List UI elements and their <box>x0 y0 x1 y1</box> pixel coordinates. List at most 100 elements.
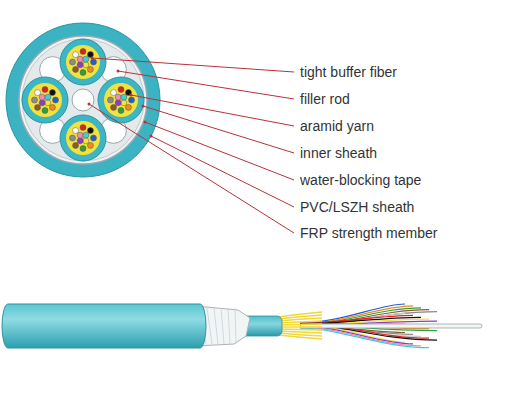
tight-buffer-fiber <box>91 135 97 141</box>
tight-buffer-fiber <box>87 128 93 134</box>
tight-buffer-fiber <box>53 97 59 103</box>
tight-buffer-fiber <box>87 142 93 148</box>
tight-buffer-fiber <box>73 66 79 72</box>
tight-buffer-fiber <box>49 90 55 96</box>
inner-sheath <box>60 39 106 85</box>
leader-dot <box>88 103 91 106</box>
leader-dot <box>91 57 94 60</box>
aramid-yarn <box>28 83 62 117</box>
tight-buffer-fiber <box>111 104 117 110</box>
tight-buffer-fiber <box>73 128 79 134</box>
subunit <box>98 77 144 123</box>
tight-buffer-fiber <box>83 132 89 138</box>
tight-buffer-fiber <box>80 146 86 152</box>
tape-wrap <box>228 308 230 344</box>
tight-buffer-fiber <box>83 62 89 68</box>
tight-buffer-fiber <box>39 100 45 106</box>
tight-buffer-fiber <box>39 94 45 100</box>
leader-line <box>145 122 294 180</box>
aramid-yarn <box>278 335 322 339</box>
core-space <box>22 39 144 161</box>
cross-section <box>6 23 160 177</box>
tape-wrap <box>221 308 224 344</box>
tight-buffer-fiber <box>83 138 89 144</box>
aramid-yarn <box>278 331 322 333</box>
tight-buffer-fiber <box>77 138 83 144</box>
frp-strength-member <box>72 89 94 111</box>
leader-line <box>143 106 294 153</box>
tight-buffer-fiber <box>32 97 38 103</box>
tight-buffer-fiber <box>45 100 51 106</box>
tight-buffer-fiber <box>118 87 124 93</box>
leader-dot <box>144 121 147 124</box>
leader-line <box>92 58 294 72</box>
tight-buffer-fiber <box>115 100 121 106</box>
tight-buffer-fiber <box>300 328 429 348</box>
leader-lines <box>88 57 295 234</box>
tape-wrap <box>214 308 218 344</box>
subunit <box>22 77 68 123</box>
outer-sheath <box>2 304 206 348</box>
inner-sheath <box>22 77 68 123</box>
tight-buffer-fiber <box>70 135 76 141</box>
tight-buffer-fiber <box>42 108 48 114</box>
part-label: inner sheath <box>300 145 377 161</box>
tight-buffer-fiber <box>49 104 55 110</box>
subunit <box>60 39 106 85</box>
water-blocking-tape <box>19 36 147 164</box>
tight-buffer-fiber <box>80 49 86 55</box>
tight-buffer-fiber <box>45 94 51 100</box>
aramid-yarn <box>278 326 322 328</box>
tight-buffer-fiber <box>73 52 79 58</box>
part-label: tight buffer fiber <box>300 64 397 80</box>
tight-buffer-fiber <box>77 62 83 68</box>
tight-buffer-fiber <box>121 94 127 100</box>
tight-buffer-fiber <box>83 56 89 62</box>
part-label: FRP strength member <box>300 225 437 241</box>
part-label: PVC/LSZH sheath <box>300 199 414 215</box>
frp-strength-member <box>300 324 482 328</box>
tight-buffer-fiber <box>115 94 121 100</box>
part-label: aramid yarn <box>300 118 374 134</box>
inner-sheath <box>60 115 106 161</box>
tight-buffer-fiber <box>108 97 114 103</box>
tight-buffer-fiber <box>111 90 117 96</box>
leader-line <box>131 95 294 126</box>
leader-dot <box>142 105 145 108</box>
tight-buffer-fiber <box>42 87 48 93</box>
aramid-yarn <box>66 121 100 155</box>
tight-buffer-fiber <box>77 132 83 138</box>
tight-buffer-fiber <box>121 100 127 106</box>
tight-buffer-fiber <box>118 108 124 114</box>
tight-buffer-fiber <box>80 70 86 76</box>
tight-buffer-fiber <box>35 90 41 96</box>
side-view <box>2 304 482 348</box>
leader-line <box>118 71 294 99</box>
aramid-yarn <box>104 83 138 117</box>
tight-buffer-fiber <box>80 125 86 131</box>
aramid-yarn <box>278 324 322 325</box>
aramid-yarn <box>66 45 100 79</box>
tight-buffer-fiber <box>125 104 131 110</box>
tight-buffer-fiber <box>73 142 79 148</box>
tight-buffer-fiber <box>70 59 76 65</box>
tight-buffer-fiber <box>87 66 93 72</box>
tape-wrap <box>235 308 236 344</box>
part-label: filler rod <box>300 91 350 107</box>
leader-line <box>89 104 294 233</box>
tape-wrap <box>207 308 212 344</box>
aramid-yarn <box>278 329 322 330</box>
tight-buffer-fiber <box>129 97 135 103</box>
part-label: water-blocking tape <box>300 172 421 188</box>
tight-buffer-fiber <box>77 56 83 62</box>
tight-buffer-fiber <box>35 104 41 110</box>
aramid-yarn <box>278 321 322 323</box>
leader-dot <box>117 70 120 73</box>
inner-sheath <box>98 77 144 123</box>
leader-line <box>151 136 294 207</box>
outer-sheath <box>6 23 160 177</box>
leader-dot <box>150 135 153 138</box>
leader-dot <box>130 94 133 97</box>
